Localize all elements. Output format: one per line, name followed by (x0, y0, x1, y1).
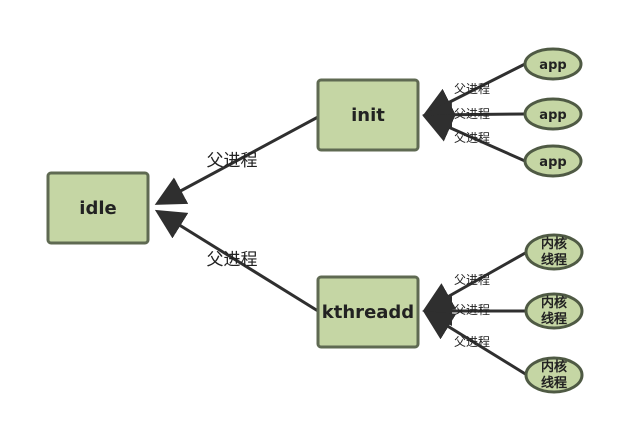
node-kernel-thread-3: 内核 线程 (524, 356, 584, 394)
node-app-3-label: app (539, 155, 566, 170)
node-kernel-thread-1: 内核 线程 (524, 233, 584, 271)
node-kernel-thread-1-line1: 内核 (541, 236, 567, 252)
node-kernel-thread-3-line2: 线程 (541, 375, 567, 391)
edge-app3-to-init (422, 114, 526, 163)
edge-label-kernel1-to-kthreadd: 父进程 (454, 272, 490, 287)
node-app-2: app (523, 97, 583, 131)
node-kernel-thread-3-line1: 内核 (541, 359, 567, 375)
node-app-1: app (523, 47, 583, 81)
node-init: init (316, 78, 420, 152)
node-app-2-label: app (539, 108, 566, 123)
node-init-label: init (351, 105, 385, 126)
edge-kernel3-to-kthreadd (422, 310, 528, 377)
edge-label-kernel3-to-kthreadd: 父进程 (454, 334, 490, 349)
node-kernel-thread-2: 内核 线程 (524, 292, 584, 330)
node-kernel-thread-2-line1: 内核 (541, 295, 567, 311)
edge-label-app3-to-init: 父进程 (454, 130, 490, 145)
node-app-3: app (523, 144, 583, 178)
edge-label-init-to-idle: 父进程 (207, 151, 258, 171)
edge-label-kernel2-to-kthreadd: 父进程 (454, 302, 490, 317)
node-kernel-thread-1-line2: 线程 (541, 252, 567, 268)
edge-label-kthreadd-to-idle: 父进程 (207, 250, 258, 270)
edge-label-app1-to-init: 父进程 (454, 81, 490, 96)
node-app-1-label: app (539, 58, 566, 73)
edge-init-to-idle (154, 115, 319, 205)
edge-kthreadd-to-idle (154, 209, 319, 313)
node-idle: idle (46, 171, 150, 245)
node-kthreadd: kthreadd (316, 275, 420, 349)
edge-label-app2-to-init: 父进程 (454, 106, 490, 121)
node-kernel-thread-2-line2: 线程 (541, 311, 567, 327)
node-idle-label: idle (79, 198, 116, 219)
node-kthreadd-label: kthreadd (322, 302, 414, 323)
